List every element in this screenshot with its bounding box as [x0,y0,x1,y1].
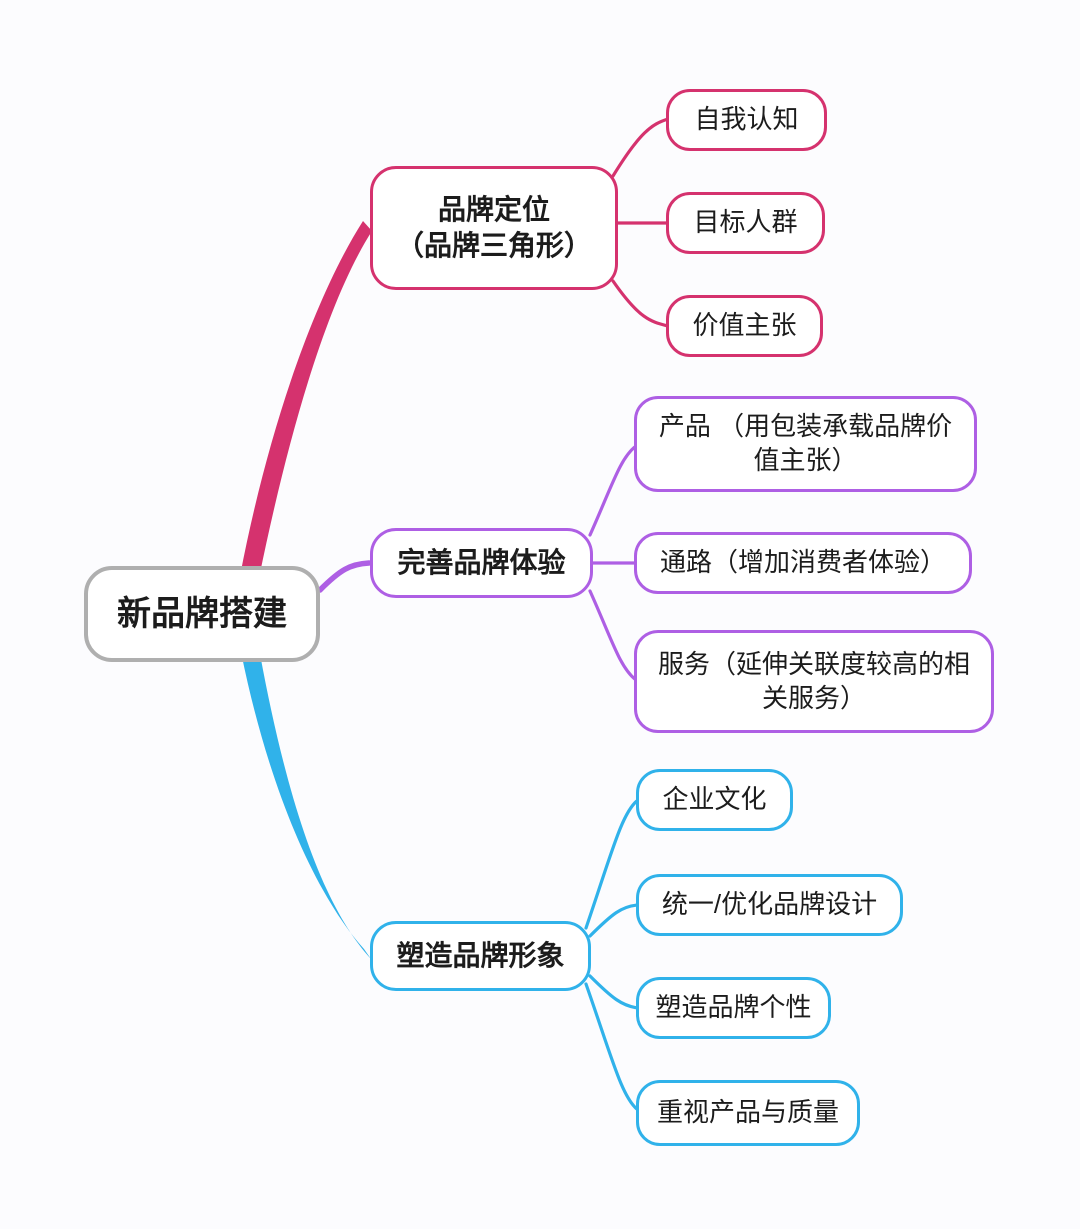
child-label: 统一/优化品牌设计 [661,889,878,920]
child-node-channel-experience: 通路（增加消费者体验） [634,532,972,594]
child-label: 服务（延伸关联度较高的相 关服务） [657,648,970,713]
connector-image-to-unify-design [588,903,640,938]
child-label: 价值主张 [692,310,797,341]
child-node-target-audience: 目标人群 [666,192,825,254]
connector-positioning-to-self-awareness [611,117,670,178]
branch-label: 完善品牌体验 [397,546,566,578]
child-node-self-awareness: 自我认知 [666,89,827,151]
child-node-related-services: 服务（延伸关联度较高的相 关服务） [634,630,994,733]
connector-root-to-positioning [240,221,372,578]
connector-root-to-experience [317,560,372,593]
child-node-unify-brand-design: 统一/优化品牌设计 [636,874,903,936]
connector-experience-to-service [588,589,638,682]
branch-label: 塑造品牌形象 [396,939,565,971]
child-label: 目标人群 [693,207,798,238]
child-node-brand-personality: 塑造品牌个性 [636,977,831,1039]
connector-image-to-brand-personality [588,974,640,1010]
child-node-value-proposition: 价值主张 [666,295,823,357]
child-label: 产品 （用包装承载品牌价 值主张） [658,411,953,475]
connector-image-to-product-quality [584,982,640,1112]
branch-node-brand-positioning: 品牌定位 （品牌三角形） [370,166,618,290]
child-node-corporate-culture: 企业文化 [636,769,793,831]
connector-positioning-to-value-proposition [611,279,670,328]
child-label: 塑造品牌个性 [655,992,812,1023]
connector-experience-to-product [588,444,638,537]
root-node: 新品牌搭建 [84,566,320,662]
branch-label: 品牌定位 （品牌三角形） [395,193,592,261]
child-label: 自我认知 [694,104,799,135]
root-label: 新品牌搭建 [117,594,287,633]
connector-image-to-corporate-culture [584,798,640,930]
child-node-product-packaging: 产品 （用包装承载品牌价 值主张） [634,396,977,492]
branch-node-brand-experience: 完善品牌体验 [370,528,593,598]
branch-node-brand-image: 塑造品牌形象 [370,921,591,991]
child-label: 重视产品与质量 [656,1097,839,1128]
child-label: 通路（增加消费者体验） [659,547,946,578]
child-node-product-quality: 重视产品与质量 [636,1080,860,1146]
child-label: 企业文化 [662,784,767,815]
connector-root-to-image [241,652,371,959]
